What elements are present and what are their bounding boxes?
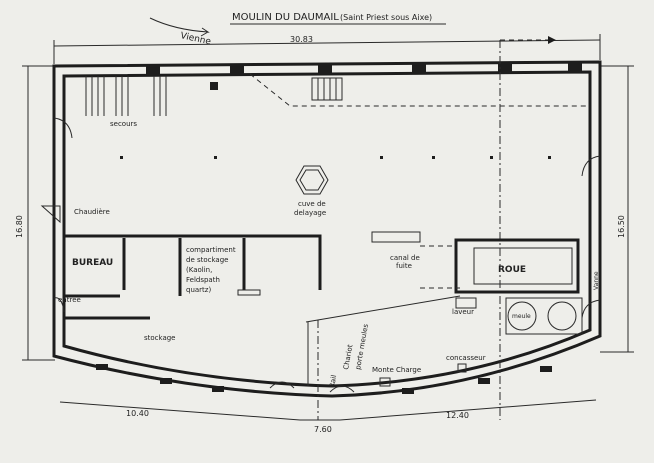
inner-wall: [62, 70, 592, 388]
dim-right: 16.50: [617, 215, 626, 238]
meule-circle-right: [547, 301, 577, 331]
label-bureau: BUREAU: [72, 258, 113, 268]
bottom-windows: [96, 364, 552, 394]
label-entree: entrée: [58, 296, 81, 304]
plan-subtitle: (Saint Priest sous Aixe): [340, 13, 432, 22]
cuve-inner: [299, 169, 325, 191]
label-rail: Rail: [328, 374, 338, 388]
label-secours: secours: [110, 120, 137, 128]
label-chaudiere: Chaudière: [74, 208, 110, 216]
concasseur-box: [457, 363, 467, 373]
door-left-upper: [53, 117, 73, 139]
cuve-hexagon: [295, 165, 329, 195]
middle-wall: [64, 234, 322, 290]
label-cuve-2: delayage: [294, 209, 326, 217]
dim-line-bottom-left: [59, 401, 301, 421]
label-cuve: cuve de: [298, 200, 326, 208]
label-compartiment: compartiment: [186, 246, 236, 254]
upper-floor-outline: [249, 73, 590, 107]
label-rail-2: Chariot: [342, 344, 354, 371]
dim-bottom-left: 10.40: [126, 409, 149, 418]
label-canal-2: fuite: [396, 262, 412, 270]
roue-pit-inner: [473, 247, 573, 285]
label-compartiment-3: (Kaolin,: [186, 266, 212, 274]
dim-left: 16.80: [15, 215, 24, 238]
dim-line-top: [53, 39, 601, 47]
top-windows: [146, 62, 582, 76]
canal-bar: [371, 231, 421, 243]
label-compartiment-5: quartz): [186, 286, 211, 294]
axis-arrow-icon: [548, 36, 556, 44]
bottom-door-left: [269, 381, 295, 389]
door-right-lower: [581, 299, 601, 319]
label-compartiment-2: de stockage: [186, 256, 228, 264]
dim-bottom-right: 12.40: [446, 411, 469, 420]
columns: [120, 156, 551, 159]
small-box-icon: [210, 82, 218, 90]
laveur-box: [455, 297, 477, 309]
label-meule: meule: [512, 313, 531, 320]
dim-top: 30.83: [290, 35, 313, 44]
label-canal: canal de: [390, 254, 420, 262]
label-laveur: laveur: [452, 308, 474, 316]
dim-bottom-middle: 7.60: [314, 425, 332, 434]
dim-line-bottom-right: [339, 399, 597, 421]
monte-charge-box: [379, 377, 391, 387]
door-right-upper: [581, 155, 601, 177]
door-chaudiere: [40, 205, 61, 224]
doorway-marker: [237, 289, 261, 296]
meule-circle-left: [507, 301, 537, 331]
plan-title: MOULIN DU DAUMAIL: [232, 12, 339, 23]
roue-pit-outer: [454, 238, 580, 294]
rail-line-diag: [305, 295, 461, 323]
label-concasseur: concasseur: [446, 354, 486, 362]
stairs-left: [85, 76, 167, 116]
label-roue: ROUE: [498, 265, 526, 275]
label-monte-charge: Monte Charge: [372, 366, 421, 374]
river-arrow-icon: [149, 17, 210, 37]
stairs-right: [311, 77, 343, 101]
label-vanne: Vanne: [593, 271, 600, 290]
label-compartiment-4: Feldspath: [186, 276, 220, 284]
outer-wall: [52, 60, 602, 398]
label-stockage: stockage: [144, 334, 176, 342]
door-entree: [53, 297, 65, 313]
bottom-door-right: [329, 385, 355, 393]
label-rail-3: porte meules: [354, 323, 370, 370]
